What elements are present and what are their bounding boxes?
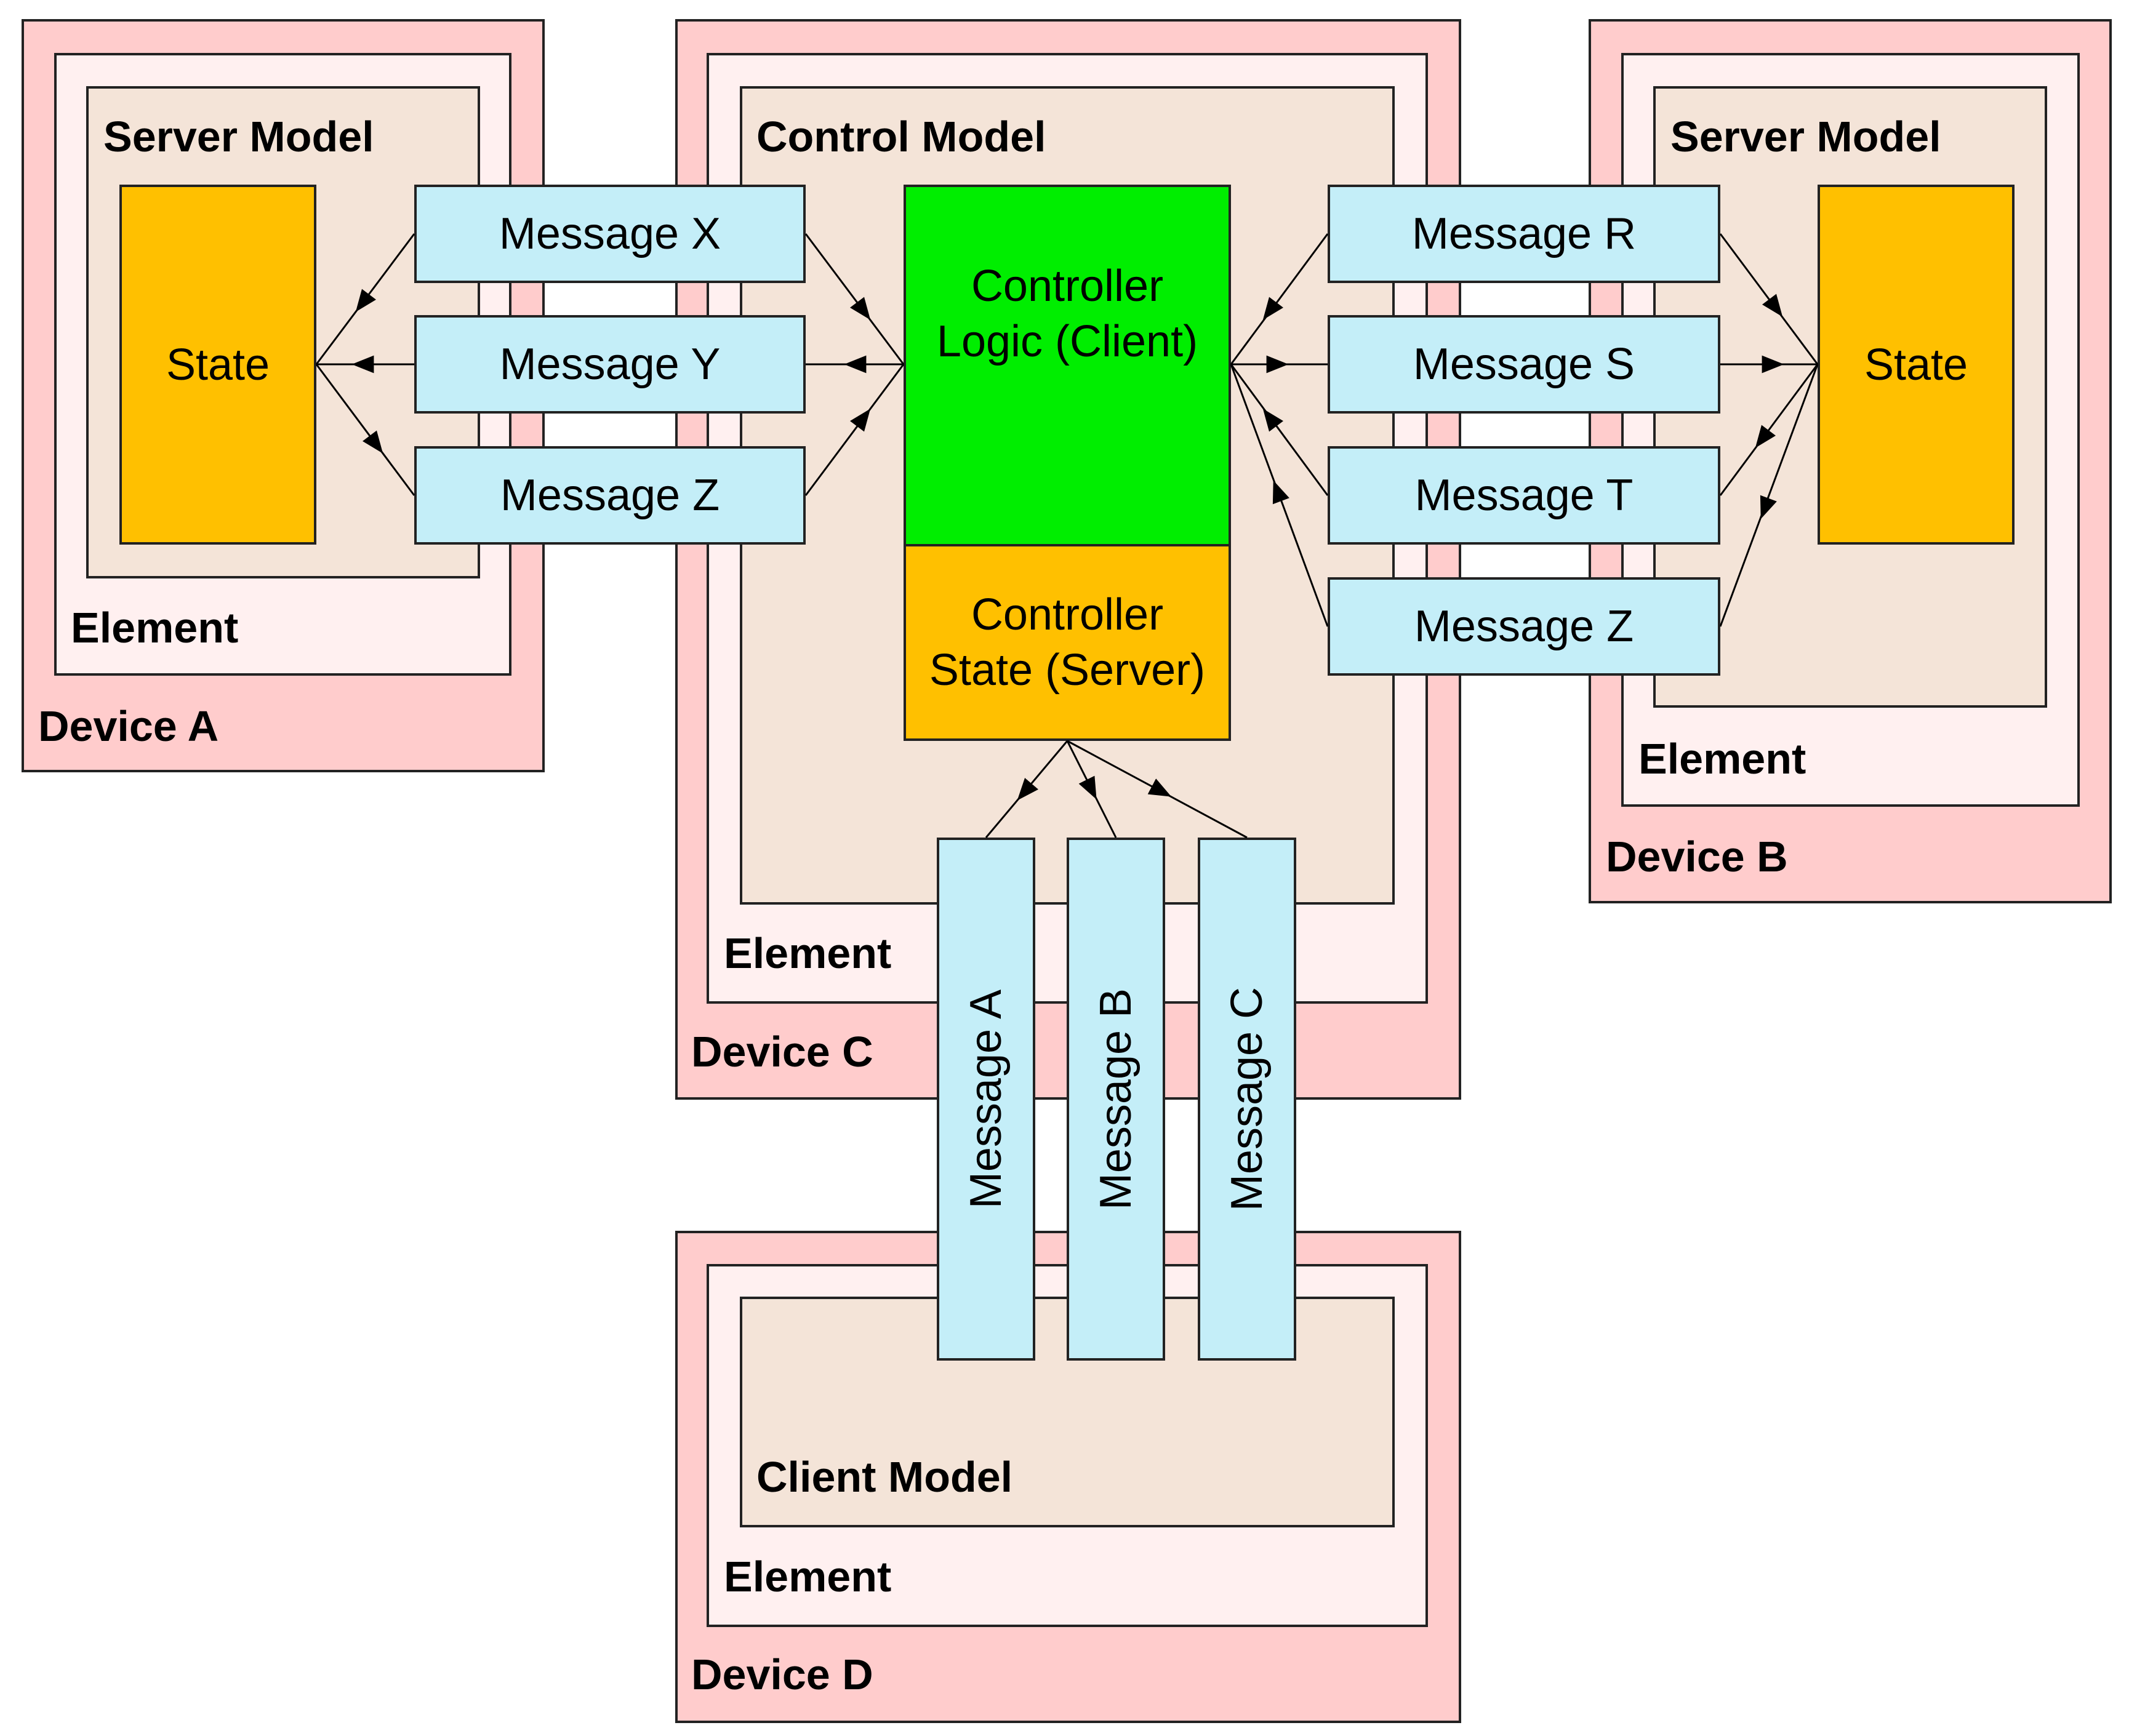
message-b-label: Message B (1091, 988, 1141, 1210)
message-r-label: Message R (1411, 209, 1637, 258)
message-a-label: Message A (961, 989, 1011, 1209)
wire-logic-to-z-right (1230, 364, 1329, 627)
controller-logic-label: Controller Logic (Client) (936, 262, 1198, 366)
device-c-element-label: Element (724, 929, 892, 977)
message-x-label: Message X (499, 209, 721, 258)
device-c-label: Device C (691, 1028, 873, 1076)
device-d-element-label: Element (724, 1553, 892, 1601)
controller-logic (904, 185, 1231, 546)
arrow-r-b (1756, 282, 1783, 317)
device-b-element-label: Element (1638, 735, 1806, 783)
wire-x-to-state-a (315, 233, 415, 365)
message-r-box (1328, 185, 1720, 283)
wire-z-to-state-b (1719, 364, 1819, 627)
wire-state-to-a (985, 740, 1069, 838)
device-b-state-label: State (1864, 340, 1968, 390)
arrow-b-state (1078, 762, 1097, 800)
message-a-box (937, 838, 1035, 1361)
message-y-box (414, 315, 806, 414)
arrow-a-state (1017, 773, 1041, 801)
arrow-x-a (355, 277, 382, 312)
message-z-left-label: Message Z (500, 471, 720, 520)
message-z-left-box (414, 446, 806, 545)
message-c-label: Message C (1222, 986, 1272, 1212)
arrow-z-a (356, 418, 383, 454)
message-t-box (1328, 446, 1720, 545)
wire-logic-to-x (804, 233, 905, 365)
device-a-state-label: State (166, 340, 270, 390)
device-b-state (1818, 185, 2015, 545)
message-t-label: Message T (1414, 471, 1634, 520)
device-a-label: Device A (38, 702, 219, 750)
arrow-r-logic (1262, 285, 1289, 320)
controller-state (904, 544, 1231, 741)
controller-state-label: Controller State (Server) (929, 590, 1206, 695)
message-y-label: Message Y (499, 340, 721, 389)
message-s-box (1328, 315, 1720, 414)
wire-logic-to-r (1230, 233, 1329, 365)
arrow-c-state (1126, 772, 1172, 797)
message-c-box (1198, 838, 1296, 1361)
message-x-box (414, 185, 806, 283)
device-d-client-model-label: Client Model (756, 1453, 1013, 1501)
wire-logic-to-t (1230, 364, 1329, 496)
message-z-right-label: Message Z (1414, 602, 1634, 651)
wire-logic-to-z (804, 364, 905, 496)
device-a-element-label: Element (71, 604, 239, 652)
device-c-control-model-label: Control Model (756, 113, 1046, 161)
arrow-logic-x (844, 285, 871, 320)
device-a-state (119, 185, 316, 545)
arrow-b-z (1760, 467, 1781, 519)
message-b-box (1067, 838, 1165, 1361)
device-b-server-model-label: Server Model (1670, 113, 1941, 161)
wire-state-to-c (1067, 740, 1248, 839)
arrow-z-right-logic (1272, 480, 1293, 532)
wire-z-to-state-a (315, 364, 415, 496)
wire-r-to-state-b (1719, 233, 1819, 365)
device-b-label: Device B (1606, 833, 1788, 881)
wire-state-to-b (1066, 740, 1117, 838)
arrow-t-logic (1262, 409, 1289, 444)
device-d-label: Device D (691, 1650, 873, 1698)
arrow-logic-z (844, 409, 871, 444)
message-z-right-box (1328, 577, 1720, 676)
device-a-server-model-label: Server Model (103, 113, 374, 161)
message-s-label: Message S (1413, 340, 1635, 389)
arrow-b-t (1755, 413, 1782, 448)
